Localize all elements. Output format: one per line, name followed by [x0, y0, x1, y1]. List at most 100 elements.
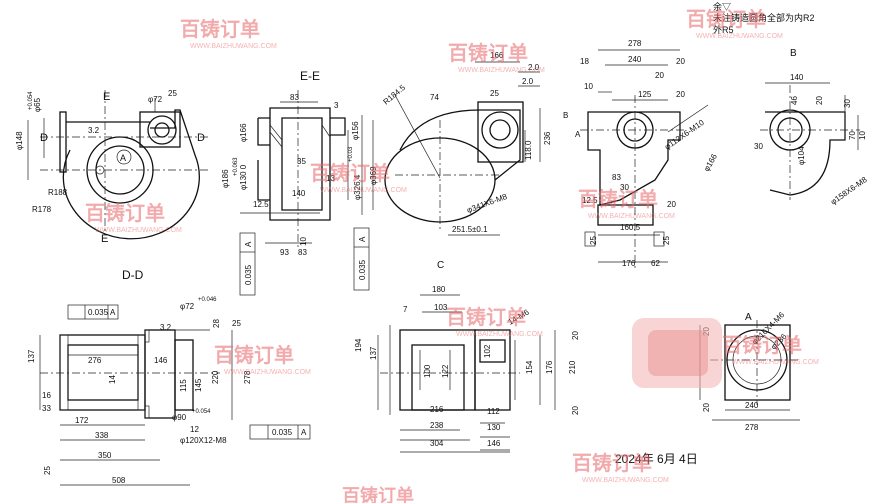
dd-dim-phi72: φ72	[180, 302, 195, 311]
b-dim-20d: 20	[667, 200, 676, 209]
gdt2-datum: A	[358, 236, 367, 242]
watermark-logo-7: 百铸订单	[214, 343, 294, 367]
dim-tol65: +0.054	[28, 91, 34, 110]
d-right-marker: D	[197, 132, 205, 144]
dd-dim-28: 28	[212, 319, 221, 328]
b-dim-10: 10	[584, 82, 593, 91]
watermark-logo-9: 百铸订单	[722, 333, 802, 357]
side-dim-118: 118.0	[524, 140, 533, 160]
dim-25: 25	[168, 89, 177, 98]
c-dim-304: 304	[430, 439, 444, 448]
b-dim-160: 160.5	[620, 223, 641, 232]
br-dim-30b: 30	[754, 142, 763, 151]
ee-dim-13: 13	[326, 174, 335, 183]
dd-dim-phi90: φ90	[172, 413, 187, 422]
b-dim-30: 30	[620, 183, 629, 192]
b-dim-25b: 25	[662, 236, 671, 245]
watermark-url-5: WWW.BAIZHUWANG.COM	[320, 187, 407, 194]
watermark-url-2: WWW.BAIZHUWANG.COM	[696, 33, 783, 40]
b-dim-18: 18	[580, 57, 589, 66]
dd-gdt2-value: 0.035	[272, 428, 293, 437]
ee-dim-phi166: φ166	[239, 123, 248, 142]
c-dim-216: 216	[430, 405, 444, 414]
br-dim-30: 30	[843, 99, 852, 108]
br-dim-phi104: φ104	[797, 146, 806, 165]
dd-dim-12: 12	[190, 425, 199, 434]
dd-dim-14: 14	[108, 375, 117, 384]
b-dim-240: 240	[628, 55, 642, 64]
note-line-2: 未注铸造圆角全部为内R2	[713, 12, 815, 23]
dd-dim-172: 172	[75, 416, 89, 425]
e-bottom-marker: E	[101, 233, 108, 245]
br-dim-phi158: φ158X6-M8	[829, 175, 869, 207]
side-dim-phi341: φ341X6-M8	[466, 192, 509, 215]
b-dim-20b: 20	[655, 71, 664, 80]
gdt-frame-1	[239, 232, 256, 296]
b-dim-62: 62	[651, 259, 660, 268]
dim-phi65: φ65	[33, 97, 42, 112]
dd-view	[39, 304, 311, 486]
dim-r188: R188	[48, 188, 68, 197]
circle-a-marker: A	[120, 153, 126, 163]
side-view	[384, 61, 541, 236]
b-dim-176: 176	[622, 259, 636, 268]
watermark-url-6: WWW.BAIZHUWANG.COM	[588, 213, 675, 220]
ee-dim-93: 93	[280, 248, 289, 257]
br-dim-46: 46	[790, 96, 799, 105]
dd-dim-145: 145	[194, 378, 203, 392]
c-dim-112: 112	[487, 407, 500, 416]
a-dim-20b: 20	[702, 403, 711, 412]
gdt-frame-2	[353, 227, 370, 291]
dd-dim-350: 350	[98, 451, 112, 460]
ee-dim-phi186: φ186	[221, 169, 230, 188]
dd-dim-278: 278	[243, 370, 252, 384]
dim-r178: R178	[32, 205, 52, 214]
br-dim-70: 70	[848, 131, 857, 140]
watermark-url-8: WWW.BAIZHUWANG.COM	[456, 331, 543, 338]
b-dim-20a: 20	[676, 57, 685, 66]
gdt2-value: 0.035	[358, 259, 367, 280]
dd-gdt2-frame	[249, 424, 311, 440]
c-dim-103: 103	[434, 303, 448, 312]
dd-view-labels: D-D 0.035 A φ72 +0.046 28 3.2 25 137 276…	[27, 268, 307, 485]
b-dim-phi166: φ166	[702, 152, 719, 173]
watermark-logo-2: 百铸订单	[686, 7, 766, 31]
watermark-url-4: WWW.BAIZHUWANG.COM	[95, 227, 182, 234]
watermark-logo-10: 百铸订单	[572, 451, 652, 475]
gdt1-datum: A	[244, 241, 253, 247]
dd-gdt-datum: A	[110, 308, 116, 317]
note-line-1: 余▽	[713, 1, 731, 12]
header-note: 余▽ 未注铸造圆角全部为内R2 外R5	[713, 1, 815, 35]
stamp-date: 2024年 6月 4日	[615, 452, 698, 466]
c-dim-122: 122	[441, 364, 450, 378]
side-dim-74: 74	[430, 93, 439, 102]
view-title-a: A	[745, 312, 752, 323]
b-dim-125: 125	[638, 90, 652, 99]
ee-dim-140: 140	[292, 189, 306, 198]
c-dim-102: 102	[483, 344, 492, 358]
dd-dim-146: 146	[154, 356, 168, 365]
watermark-url-10: WWW.BAIZHUWANG.COM	[582, 477, 669, 484]
c-view-labels: C 180 103 7 14-M6 194 137 100 122 102 15…	[354, 260, 580, 448]
view-title-ee: E-E	[300, 69, 320, 83]
watermark-url-3: WWW.BAIZHUWANG.COM	[458, 67, 545, 74]
dim-phi72: φ72	[148, 95, 163, 104]
c-dim-180: 180	[432, 285, 446, 294]
dd-dim-137: 137	[27, 349, 36, 363]
view-title-dd: D-D	[122, 268, 144, 282]
ee-view-labels: E-E 83 3 φ166 φ156 φ186 φ130 0 +0.063 35…	[221, 69, 378, 285]
watermark-url-1: WWW.BAIZHUWANG.COM	[190, 43, 277, 50]
ee-dim-3: 3	[334, 101, 339, 110]
dd-dim-tol90: +0.054	[192, 409, 211, 415]
ee-dim-83: 83	[290, 93, 299, 102]
c-dim-20b: 20	[571, 406, 580, 415]
c-dim-154: 154	[525, 360, 534, 374]
br-dim-140: 140	[790, 73, 804, 82]
a-dim-278: 278	[745, 423, 759, 432]
c-dim-176: 176	[545, 360, 554, 374]
c-dim-146: 146	[487, 439, 501, 448]
b-dim-25a: 25	[589, 236, 598, 245]
watermark-logo-3: 百铸订单	[448, 41, 528, 65]
note-line-3: 外R5	[713, 24, 734, 35]
